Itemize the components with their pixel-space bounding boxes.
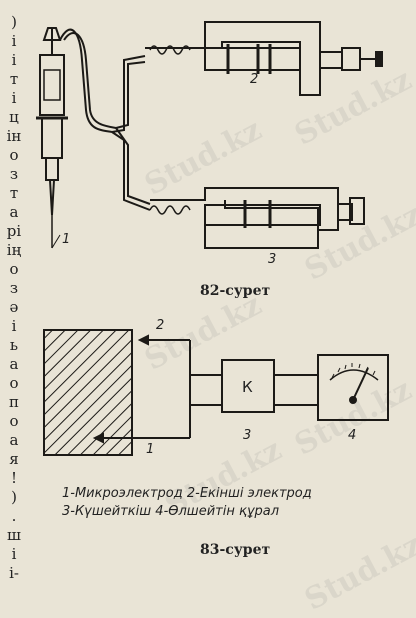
amplifier-box <box>221 359 275 413</box>
holder-cap <box>42 27 62 41</box>
margin-char: ін <box>6 127 22 145</box>
amplifier-symbol: К <box>242 378 253 396</box>
margin-char: о <box>9 412 19 430</box>
margin-char: і <box>11 317 17 335</box>
figure-83-legend-line-1: 1-Микроэлектрод 2-Екінші электрод <box>62 486 312 501</box>
measuring-device <box>317 354 389 421</box>
manipulator-3-clamp <box>150 187 339 231</box>
margin-char: ц <box>9 108 19 126</box>
margin-char: а <box>9 431 19 449</box>
margin-char: а <box>9 355 19 373</box>
margin-char: ) <box>11 488 17 506</box>
figure-83-label-4: 4 <box>348 428 357 443</box>
figure-83-drawing <box>43 329 389 456</box>
margin-char: я <box>9 450 19 468</box>
margin-char: ш <box>7 526 21 544</box>
figure-83-legend-line-2: 3-Күшейткіш 4-Өлшейтін құрал <box>62 504 280 519</box>
margin-char: з <box>9 279 19 297</box>
margin-char: ің <box>6 241 22 259</box>
figure-83-label-2: 2 <box>156 318 165 333</box>
tissue-sample <box>43 329 133 456</box>
figure-82-caption: 82-сурет <box>200 283 271 299</box>
margin-char: п <box>9 393 19 411</box>
manipulator-2-clamp <box>145 21 321 96</box>
margin-char: і <box>11 545 17 563</box>
margin-char: о <box>9 146 19 164</box>
margin-char: ) <box>11 13 17 31</box>
margin-char: . <box>11 507 17 525</box>
margin-char: і <box>11 32 17 50</box>
margin-char: о <box>9 260 19 278</box>
margin-char: і <box>11 51 17 69</box>
figure-83-label-3: 3 <box>243 428 252 443</box>
margin-char: і <box>11 89 17 107</box>
margin-char: т <box>9 70 19 88</box>
figure-82-drawing <box>36 21 383 249</box>
margin-char: ! <box>10 469 18 487</box>
figure-83-label-1: 1 <box>146 442 155 457</box>
margin-char: ь <box>9 336 19 354</box>
margin-char: о <box>9 374 19 392</box>
margin-char: з <box>9 165 19 183</box>
margin-char: рі <box>6 222 22 240</box>
margin-char: а <box>9 203 19 221</box>
margin-char: т <box>9 184 19 202</box>
figure-83-caption: 83-сурет <box>200 542 271 558</box>
figure-82-label-1: 1 <box>62 232 71 247</box>
margin-char: ә <box>9 298 19 316</box>
figure-82-label-3: 3 <box>268 252 277 267</box>
figure-82-label-2: 2 <box>250 72 259 87</box>
margin-char: і- <box>9 564 19 582</box>
